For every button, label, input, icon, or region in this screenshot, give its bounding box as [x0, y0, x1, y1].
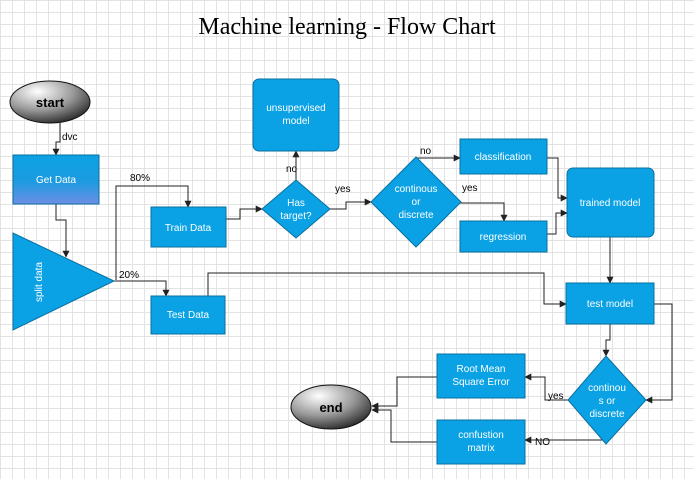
edge-regression-trained	[547, 209, 568, 235]
edge-label-no-1: no	[286, 164, 298, 175]
edge-split-test	[112, 280, 170, 297]
unsupervised-model-node: unsupervised model	[252, 78, 340, 152]
edge-confusion-end	[371, 406, 437, 443]
edge-rmse-end	[371, 376, 437, 410]
edge-split-train	[115, 185, 192, 280]
edge-label-no-2: no	[420, 146, 432, 157]
train-data-node: Train Data	[150, 206, 227, 248]
edge-label-no-3: NO	[535, 437, 550, 448]
unsupervised-label-2: model	[282, 116, 309, 127]
edge-cont2-rmse	[524, 373, 570, 401]
edge-getdata-split	[55, 204, 70, 258]
edge-classification-trained	[547, 157, 568, 202]
get-data-label: Get Data	[36, 175, 76, 186]
edge-start-getdata	[52, 123, 61, 156]
edge-label-yes-3: yes	[548, 391, 564, 402]
split-data-label: split data	[34, 262, 45, 302]
get-data-node: Get Data	[12, 154, 100, 205]
regression-label: regression	[480, 232, 527, 243]
train-data-label: Train Data	[165, 223, 212, 234]
edge-hastarget-cont1	[330, 198, 372, 210]
test-data-label: Test Data	[167, 310, 210, 321]
diagram-title: Machine learning - Flow Chart	[198, 14, 496, 40]
continuous-discrete-decision-1: continous or discrete	[370, 156, 462, 248]
trained-model-label: trained model	[580, 198, 641, 209]
edge-rightloop-cont2	[645, 303, 673, 404]
rmse-label-2: Square Error	[452, 377, 510, 388]
classification-label: classification	[475, 152, 532, 163]
test-model-node: test model	[565, 282, 655, 325]
unsupervised-label-1: unsupervised	[266, 103, 325, 114]
edge-cont1-regression	[444, 202, 508, 222]
edge-label-dvc: dvc	[62, 132, 78, 143]
edge-label-yes-1: yes	[335, 184, 351, 195]
end-terminal: end	[290, 384, 372, 430]
rmse-label-1: Root Mean	[457, 364, 506, 375]
edge-testmodel-cont2	[602, 324, 611, 357]
confusion-matrix-node: confustion matrix	[436, 419, 526, 465]
split-data-node: split data	[12, 232, 116, 331]
edge-label-yes-2: yes	[462, 183, 478, 194]
cont1-label-2: or	[412, 197, 422, 208]
regression-node: regression	[459, 220, 548, 253]
cont2-label-1: continou	[588, 383, 626, 394]
edge-label-20: 20%	[119, 270, 139, 281]
has-target-label-1: Has	[287, 198, 305, 209]
confusion-label-2: matrix	[467, 443, 494, 454]
test-model-label: test model	[587, 299, 633, 310]
has-target-label-2: target?	[280, 211, 312, 222]
rmse-node: Root Mean Square Error	[436, 353, 526, 399]
edges	[52, 123, 673, 444]
test-data-node: Test Data	[150, 295, 226, 335]
trained-model-node: trained model	[566, 167, 655, 238]
start-terminal: start	[9, 80, 91, 124]
continuous-discrete-decision-2: continou s or discrete	[567, 355, 647, 445]
start-label: start	[36, 95, 65, 110]
cont1-label-1: continous	[395, 184, 438, 195]
edge-test-testmodel	[207, 272, 567, 308]
cont1-label-3: discrete	[398, 210, 433, 221]
edge-labels: dvc 80% 20% no yes no yes yes NO	[62, 132, 564, 448]
has-target-decision: Has target?	[261, 179, 331, 239]
confusion-label-1: confustion	[458, 430, 504, 441]
cont2-label-3: discrete	[589, 409, 624, 420]
edge-train-hastarget	[226, 205, 263, 220]
edge-label-80: 80%	[130, 173, 150, 184]
cont2-label-2: s or	[599, 396, 616, 407]
classification-node: classification	[459, 138, 548, 175]
end-label: end	[319, 400, 342, 415]
